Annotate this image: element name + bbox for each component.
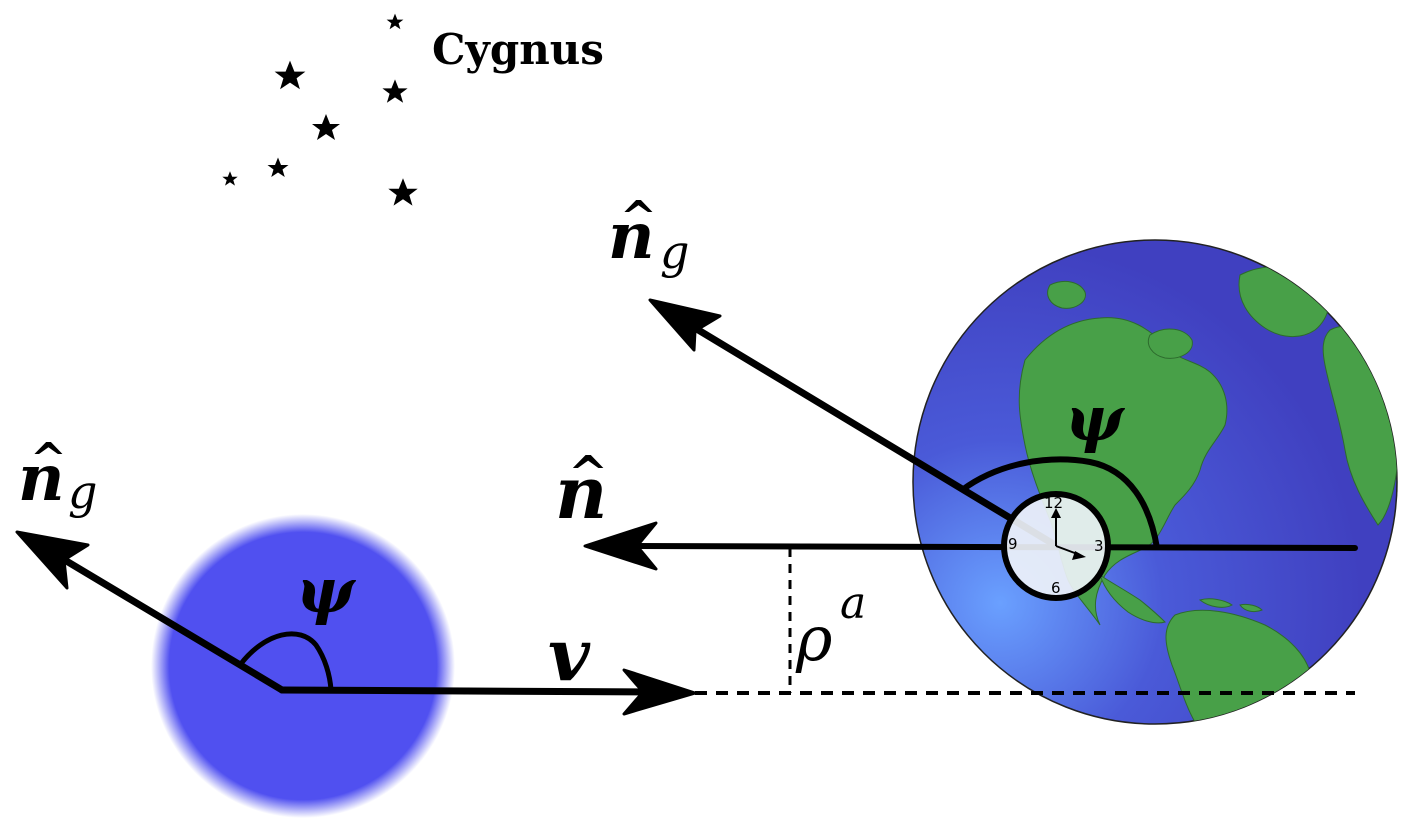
n-g-right-arrow: [648, 298, 1059, 549]
label-rho-base: ρ: [795, 602, 832, 675]
clock-numeral-9: 9: [1008, 535, 1018, 553]
label-psi-right: ψ: [1065, 382, 1126, 455]
clock-numeral-12: 12: [1044, 494, 1063, 512]
constellation-label: Cygnus: [432, 25, 604, 74]
psi-right-arc: [960, 456, 1160, 549]
clock-numeral-6: 6: [1051, 579, 1061, 597]
label-n-g-right-sub: g: [660, 225, 689, 279]
label-n-hat: ^ n: [555, 446, 608, 535]
star-icon: [312, 114, 340, 140]
label-rho-sup: a: [840, 578, 866, 629]
n-hat-arrow: [583, 521, 1358, 571]
label-n-hat-base: n: [555, 450, 607, 535]
label-n-g-right: ^ n g: [608, 192, 689, 279]
label-n-g-left-base: n: [18, 441, 65, 516]
star-icon: [388, 178, 418, 206]
label-n-g-left: ^ n g: [18, 434, 97, 519]
clock-icon: 12 3 6 9: [1001, 491, 1111, 601]
clock-numeral-3: 3: [1094, 537, 1104, 555]
label-n-g-right-base: n: [608, 199, 655, 274]
label-n-g-left-hat: ^: [30, 434, 67, 485]
n-g-left-arrow: [15, 530, 286, 694]
gw-source-blob: [151, 514, 455, 818]
star-icon: [382, 79, 408, 103]
label-psi-left: ψ: [296, 554, 357, 627]
label-n-g-left-sub: g: [68, 465, 97, 519]
star-icon: [267, 157, 289, 177]
earth-globe: [912, 239, 1398, 725]
cygnus-constellation: Cygnus: [222, 13, 604, 206]
star-icon: [274, 60, 306, 90]
velocity-arrow: [278, 668, 697, 716]
star-icon: [386, 13, 404, 30]
label-velocity: v: [548, 612, 591, 697]
label-rho: ρ a: [795, 578, 866, 675]
psi-left-arc: [238, 631, 334, 691]
label-n-g-right-hat: ^: [620, 192, 657, 243]
label-n-hat-hat: ^: [568, 446, 608, 502]
star-icon: [222, 171, 238, 186]
